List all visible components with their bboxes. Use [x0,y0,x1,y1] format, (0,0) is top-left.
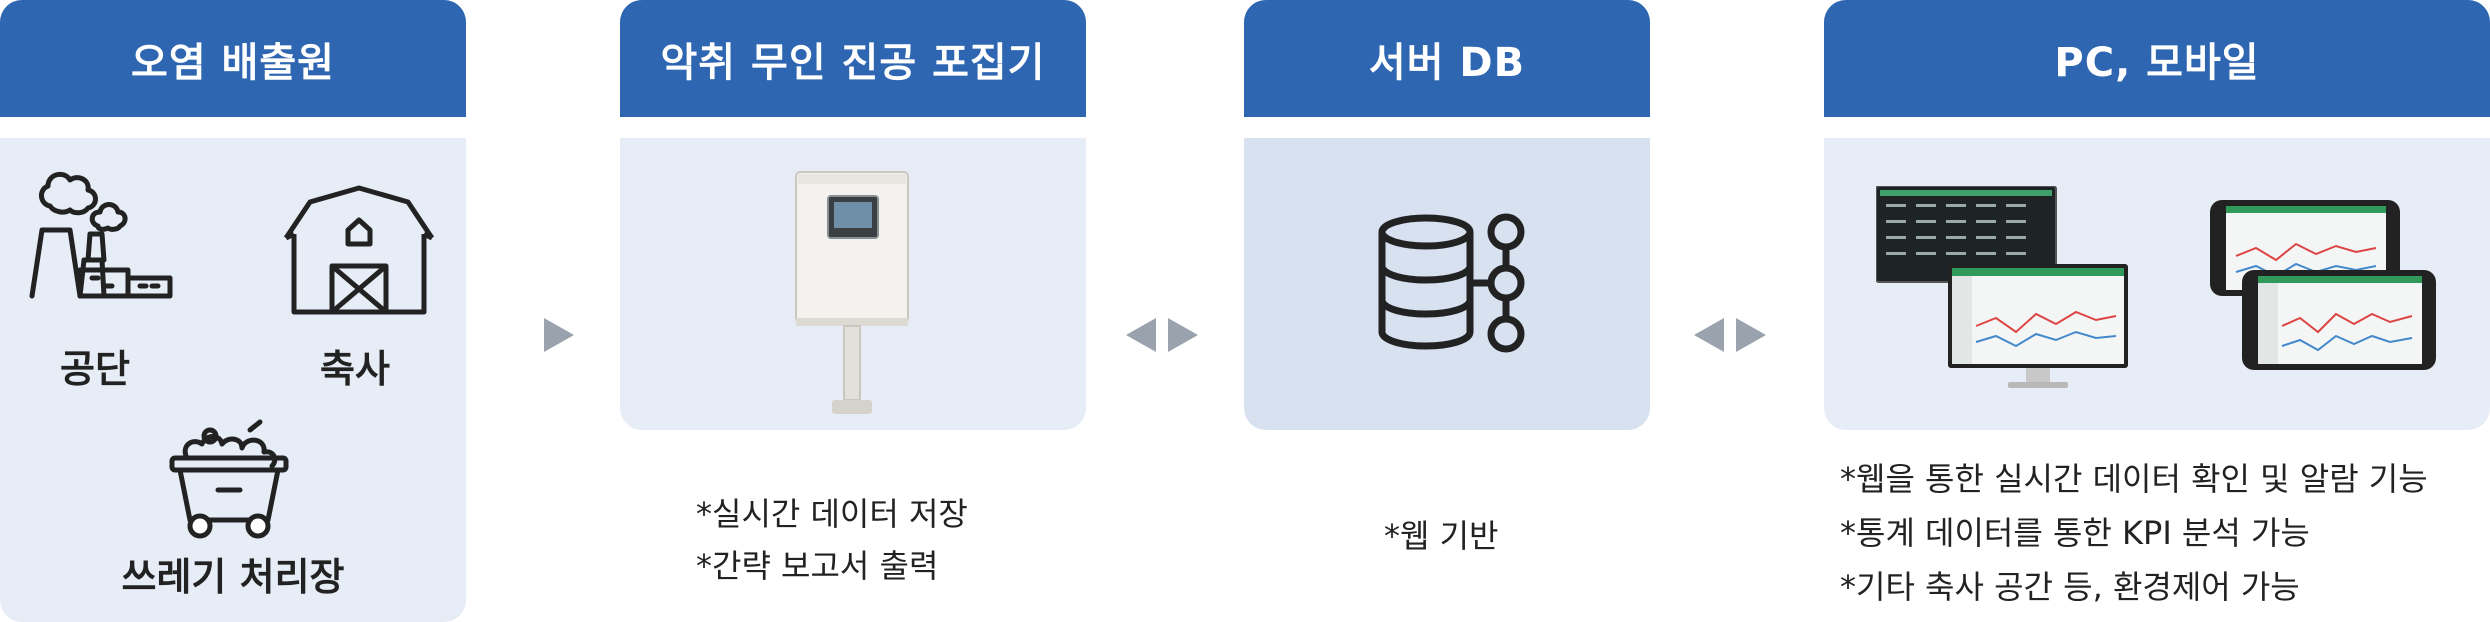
stage-vacuum-collector: 악취 무인 진공 포집기 [620,0,1086,430]
database-icon [1376,208,1526,358]
note-line: *통계 데이터를 통한 KPI 분석 가능 [1840,514,2310,552]
garbage-cart-icon [166,410,292,542]
vacuum-collector-device-image [792,168,912,420]
item-label-barn: 축사 [320,347,390,391]
monitor-tablet-screens-image [1876,186,2456,394]
stage-title: 오염 배출원 [0,0,466,117]
stage-pc-mobile: PC, 모바일 [1824,0,2490,430]
arrow-bidirectional-icon [1126,318,1198,352]
barn-icon [280,182,438,318]
factory-icon [28,166,178,306]
notes-vacuum-collector: *실시간 데이터 저장 *간략 보고서 출력 [696,488,968,592]
item-label-garbage: 쓰레기 처리장 [121,555,345,599]
note-line: *웹을 통한 실시간 데이터 확인 및 알람 기능 [1840,460,2428,498]
item-label-factory: 공단 [60,347,130,391]
stage-server-db: 서버 DB [1244,0,1650,430]
notes-server-db: *웹 기반 [1384,510,1499,562]
stage-pollution-sources: 오염 배출원 공단 [0,0,466,622]
stage-title: PC, 모바일 [1824,0,2490,117]
note-line: *간략 보고서 출력 [696,547,939,585]
note-line: *실시간 데이터 저장 [696,495,968,533]
notes-pc-mobile: *웹을 통한 실시간 데이터 확인 및 알람 기능 *통계 데이터를 통한 KP… [1840,452,2428,614]
note-line: *기타 축사 공간 등, 환경제어 가능 [1840,568,2300,606]
note-line: *웹 기반 [1384,517,1499,555]
stage-title: 악취 무인 진공 포집기 [620,0,1086,117]
arrow-bidirectional-icon [1694,318,1766,352]
arrow-right-icon [544,318,574,352]
stage-title: 서버 DB [1244,0,1650,117]
